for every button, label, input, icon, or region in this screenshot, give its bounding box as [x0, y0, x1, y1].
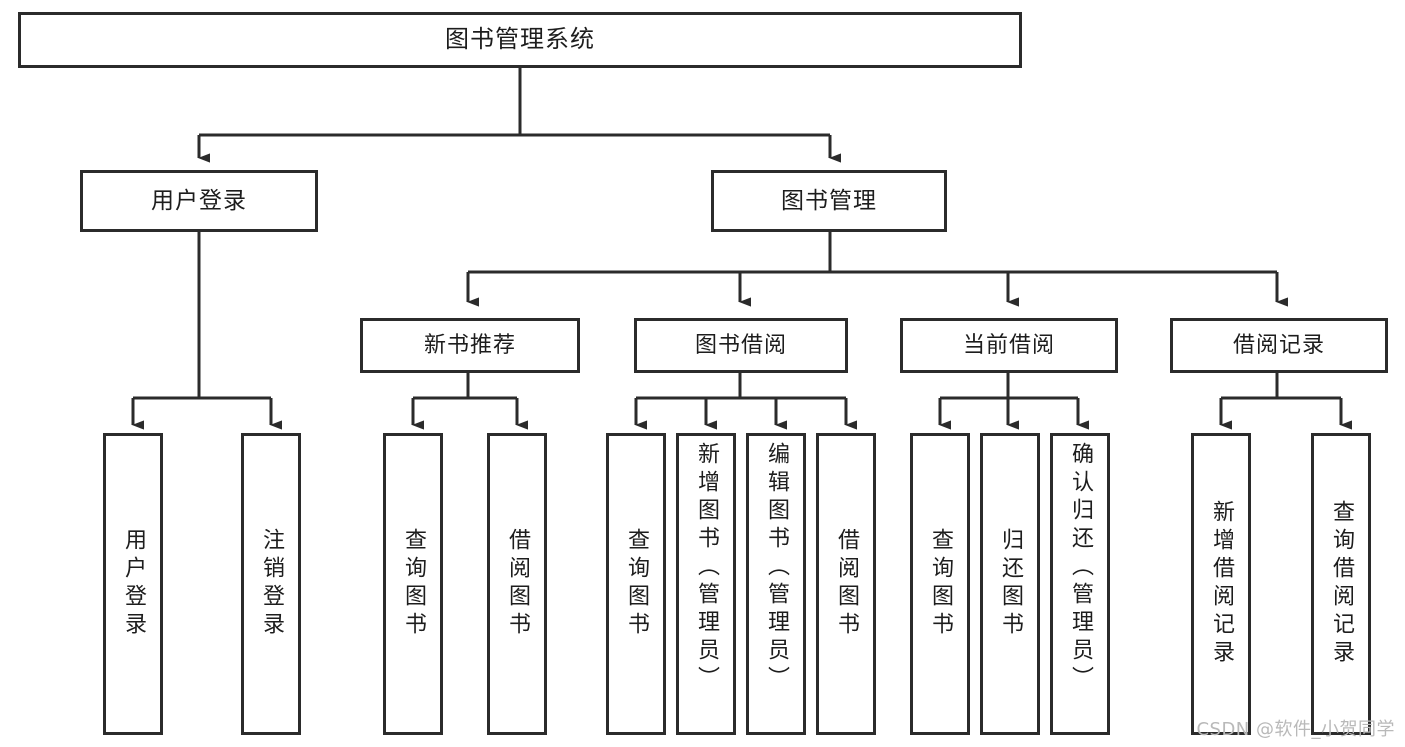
- node-new-book-recommend[interactable]: 新书推荐: [360, 318, 580, 373]
- node-label: 借阅图书: [505, 528, 530, 640]
- node-label: 用户登录: [121, 528, 146, 640]
- node-label: 查询借阅记录: [1329, 500, 1354, 668]
- watermark-text: CSDN @软件_小贺同学: [1196, 719, 1395, 740]
- node-label: 图书借阅: [694, 332, 787, 358]
- node-label: 编辑图书（管理员）: [764, 442, 789, 694]
- node-label: 确认归还（管理员）: [1068, 442, 1093, 694]
- leaf-current-borrow-confirm-return-admin[interactable]: 确认归还（管理员）: [1050, 433, 1110, 735]
- node-label: 查询图书: [624, 528, 649, 640]
- node-label: 新增借阅记录: [1209, 500, 1234, 668]
- leaf-borrow-record-query-record[interactable]: 查询借阅记录: [1311, 433, 1371, 735]
- node-label: 用户登录: [151, 187, 247, 214]
- leaf-book-borrow-query-book[interactable]: 查询图书: [606, 433, 666, 735]
- node-book-borrow[interactable]: 图书借阅: [634, 318, 848, 373]
- leaf-new-book-query-book[interactable]: 查询图书: [383, 433, 443, 735]
- leaf-book-borrow-add-book-admin[interactable]: 新增图书（管理员）: [676, 433, 736, 735]
- node-label: 注销登录: [259, 528, 284, 640]
- leaf-current-borrow-return-book[interactable]: 归还图书: [980, 433, 1040, 735]
- node-borrow-record[interactable]: 借阅记录: [1170, 318, 1388, 373]
- node-label: 新书推荐: [423, 332, 516, 358]
- leaf-current-borrow-query-book[interactable]: 查询图书: [910, 433, 970, 735]
- node-user-login[interactable]: 用户登录: [80, 170, 318, 232]
- leaf-book-borrow-edit-book-admin[interactable]: 编辑图书（管理员）: [746, 433, 806, 735]
- node-label: 当前借阅: [962, 332, 1055, 358]
- node-label: 归还图书: [998, 528, 1023, 640]
- node-label: 借阅图书: [834, 528, 859, 640]
- node-current-borrow[interactable]: 当前借阅: [900, 318, 1118, 373]
- node-label: 查询图书: [401, 528, 426, 640]
- leaf-borrow-record-add-record[interactable]: 新增借阅记录: [1191, 433, 1251, 735]
- leaf-book-borrow-borrow-book[interactable]: 借阅图书: [816, 433, 876, 735]
- node-label: 图书管理: [781, 187, 877, 214]
- leaf-user-login-login[interactable]: 用户登录: [103, 433, 163, 735]
- node-label: 新增图书（管理员）: [694, 442, 719, 694]
- node-label: 借阅记录: [1232, 332, 1325, 358]
- node-book-management[interactable]: 图书管理: [711, 170, 947, 232]
- node-label: 查询图书: [928, 528, 953, 640]
- node-label: 图书管理系统: [445, 25, 595, 54]
- leaf-user-login-logout[interactable]: 注销登录: [241, 433, 301, 735]
- node-root-book-management-system[interactable]: 图书管理系统: [18, 12, 1022, 68]
- leaf-new-book-borrow-book[interactable]: 借阅图书: [487, 433, 547, 735]
